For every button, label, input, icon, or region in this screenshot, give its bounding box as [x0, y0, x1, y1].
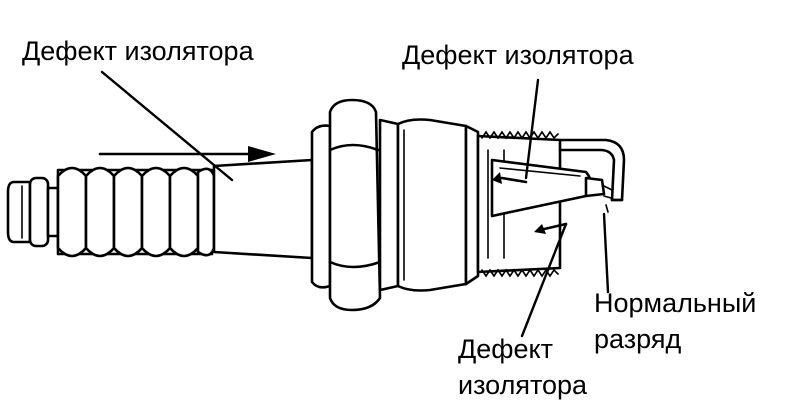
label-insulator-defect-top-left: Дефект изолятора — [22, 36, 255, 66]
arc-arrow — [98, 146, 276, 162]
label-normal-discharge-line2: разряд — [594, 324, 681, 354]
label-normal-discharge-line1: Нормальный — [594, 288, 756, 318]
shell — [396, 118, 480, 292]
terminal-nut — [6, 176, 60, 248]
insulator-nose — [490, 158, 606, 218]
leader-bottom-right — [602, 212, 610, 294]
label-insulator-defect-bottom-line1: Дефект — [458, 334, 553, 364]
ribbed-insulator — [56, 166, 216, 258]
leader-top-right-arrow — [500, 176, 528, 184]
leader-bottom-center — [520, 222, 568, 338]
leader-lines — [100, 70, 610, 338]
ground-electrode — [558, 138, 626, 202]
leader-top-left — [100, 70, 234, 182]
spark-marks — [603, 185, 613, 213]
hex-nut — [310, 98, 400, 312]
leader-top-right — [524, 78, 540, 180]
insulator-shank — [212, 158, 314, 260]
label-insulator-defect-top-right: Дефект изолятора — [402, 40, 635, 70]
label-insulator-defect-bottom-line2: изолятора — [458, 370, 588, 400]
